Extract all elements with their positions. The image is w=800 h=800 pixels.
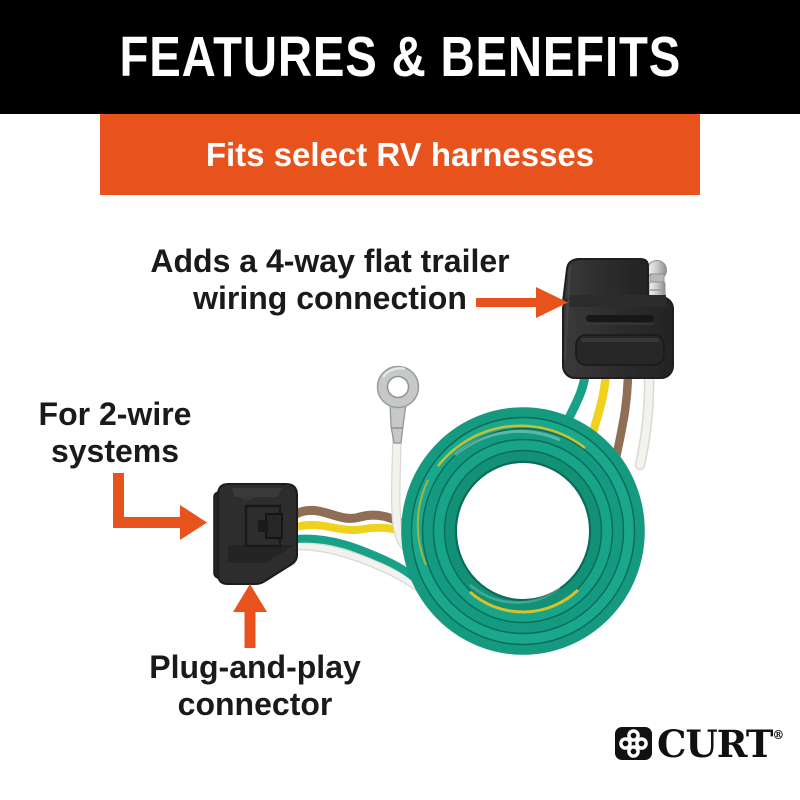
curt-clover-icon bbox=[615, 727, 652, 760]
annotation-plug-play-line1: Plug-and-play bbox=[149, 649, 361, 685]
header-bar: FEATURES & BENEFITS bbox=[0, 0, 800, 114]
subtitle-banner: Fits select RV harnesses bbox=[100, 114, 700, 195]
elbow-arrow-icon bbox=[113, 473, 207, 540]
two-wire-wires bbox=[291, 505, 437, 607]
annotation-two-wire-line1: For 2-wire bbox=[38, 396, 192, 432]
page-title: FEATURES & BENEFITS bbox=[119, 25, 681, 89]
annotation-plug-play: Plug-and-play connector bbox=[115, 649, 395, 723]
four-way-connector bbox=[561, 258, 674, 379]
annotation-two-wire-line2: systems bbox=[50, 433, 180, 469]
annotation-plug-play-line2: connector bbox=[177, 686, 333, 722]
wire-coil bbox=[401, 407, 645, 655]
trademark-symbol: ® bbox=[772, 728, 785, 742]
curt-wordmark: CURT® bbox=[657, 722, 784, 766]
two-wire-connector bbox=[213, 483, 298, 585]
annotation-four-way: Adds a 4-way flat trailer wiring connect… bbox=[140, 243, 520, 317]
subtitle-text: Fits select RV harnesses bbox=[205, 135, 595, 173]
up-arrow-icon bbox=[233, 584, 267, 648]
brand-name: CURT bbox=[657, 722, 773, 766]
ring-terminal-wire bbox=[391, 433, 443, 573]
four-way-wires bbox=[556, 363, 655, 471]
annotation-four-way-line2: wiring connection bbox=[193, 280, 467, 316]
annotation-four-way-line1: Adds a 4-way flat trailer bbox=[150, 243, 510, 279]
ring-terminal bbox=[376, 365, 420, 444]
annotation-two-wire: For 2-wire systems bbox=[25, 396, 205, 470]
